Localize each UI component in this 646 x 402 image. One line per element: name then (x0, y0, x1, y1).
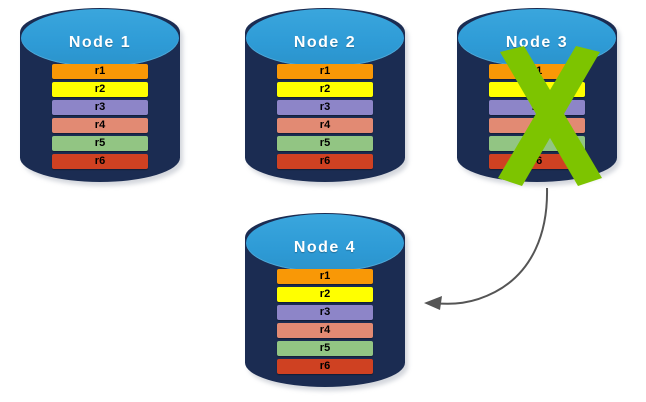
replica-row[interactable]: r1 (277, 64, 373, 79)
replica-row-list: r1 r2 r3 r4 r5 r6 (277, 269, 373, 374)
replica-row-list: r1 r2 r3 r4 r5 r6 (52, 64, 148, 169)
node-cylinder-top (246, 9, 404, 67)
replica-row[interactable]: r5 (52, 136, 148, 151)
node-title: Node 1 (68, 34, 132, 51)
node-title: Node 4 (293, 239, 357, 256)
replica-row[interactable]: r3 (277, 305, 373, 320)
replica-row[interactable]: r2 (52, 82, 148, 97)
replica-row[interactable]: r4 (52, 118, 148, 133)
replica-row[interactable]: r3 (52, 100, 148, 115)
replica-row[interactable]: r6 (52, 154, 148, 169)
replica-row[interactable]: r2 (277, 82, 373, 97)
node-cylinder-top (246, 214, 404, 272)
node-title: Node 2 (293, 34, 357, 51)
node-1[interactable]: Node 1 r1 r2 r3 r4 r5 r6 (20, 8, 183, 186)
replica-row-list: r1 r2 r3 r4 r5 r6 (277, 64, 373, 169)
replica-row[interactable]: r4 (277, 118, 373, 133)
replica-row[interactable]: r2 (277, 287, 373, 302)
node-2[interactable]: Node 2 r1 r2 r3 r4 r5 r6 (245, 8, 408, 186)
replica-row[interactable]: r3 (277, 100, 373, 115)
replica-row[interactable]: r6 (277, 154, 373, 169)
node-cylinder-top (21, 9, 179, 67)
replica-row[interactable]: r4 (277, 323, 373, 338)
replica-row[interactable]: r1 (277, 269, 373, 284)
replica-row[interactable]: r6 (277, 359, 373, 374)
node-4[interactable]: Node 4 r1 r2 r3 r4 r5 r6 (245, 213, 408, 391)
replica-row[interactable]: r5 (277, 136, 373, 151)
replica-row[interactable]: r5 (277, 341, 373, 356)
replica-row[interactable]: r1 (52, 64, 148, 79)
